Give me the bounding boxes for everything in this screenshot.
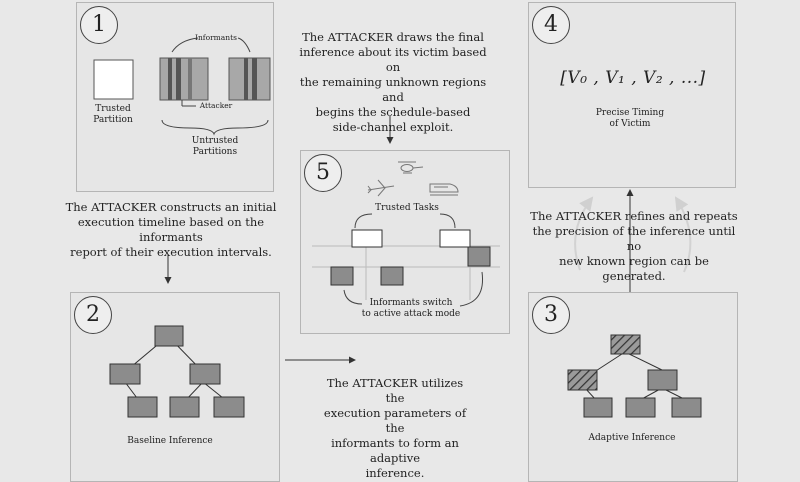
trusted-partition-label: Trusted Partition — [93, 104, 133, 125]
adaptive-node-leaf-1 — [583, 397, 613, 418]
informant-task-1 — [330, 266, 354, 286]
step-number-3: 3 — [532, 296, 570, 334]
trusted-partition-box — [93, 59, 134, 100]
adaptive-node-root — [610, 334, 641, 355]
adaptive-node-right — [647, 369, 678, 391]
construct-description: The ATTACKER constructs an initial execu… — [65, 200, 277, 259]
informant-task-3 — [467, 246, 491, 267]
step-number-5: 5 — [304, 154, 342, 192]
victim-timing-formula: [V₀ , V₁ , V₂ , ...] — [560, 68, 706, 88]
informant-task-2 — [380, 266, 404, 286]
step-number-1: 1 — [80, 6, 118, 44]
helicopter-icon — [398, 161, 424, 174]
baseline-inference-caption: Baseline Inference — [127, 436, 213, 446]
tree-node-left — [109, 363, 141, 385]
utilize-description: The ATTACKER utilizes the execution para… — [323, 376, 467, 480]
adaptive-node-leaf-3 — [671, 397, 702, 418]
tree-node-right — [189, 363, 221, 385]
trusted-task-2 — [439, 229, 471, 248]
airplane-icon — [367, 179, 395, 197]
trusted-tasks-label: Trusted Tasks — [375, 203, 439, 213]
tree-node-leaf-2 — [169, 396, 200, 418]
final-inference-description: The ATTACKER draws the final inference a… — [299, 30, 487, 134]
tree-node-root — [154, 325, 184, 347]
informants-label: Informants — [195, 33, 237, 42]
adaptive-inference-caption: Adaptive Inference — [588, 433, 676, 443]
step-number-4: 4 — [532, 6, 570, 44]
trusted-task-1 — [351, 229, 383, 248]
untrusted-partition-1 — [159, 57, 209, 101]
train-icon — [429, 183, 459, 196]
precise-timing-caption: Precise Timing of Victim — [595, 108, 665, 129]
refine-description: The ATTACKER refines and repeats the pre… — [530, 209, 738, 283]
adaptive-node-left — [567, 369, 598, 391]
tree-node-leaf-3 — [213, 396, 245, 418]
refine-cycle-left — [574, 196, 594, 271]
step-number-2: 2 — [74, 296, 112, 334]
refine-cycle-right — [674, 196, 692, 273]
attacker-label: Attacker — [199, 101, 233, 110]
untrusted-partitions-label: Untrusted Partitions — [191, 136, 239, 157]
adaptive-node-leaf-2 — [625, 397, 656, 418]
tree-node-leaf-1 — [127, 396, 158, 418]
informants-switch-label: Informants switch to active attack mode — [361, 298, 461, 319]
untrusted-partition-2 — [228, 57, 271, 101]
